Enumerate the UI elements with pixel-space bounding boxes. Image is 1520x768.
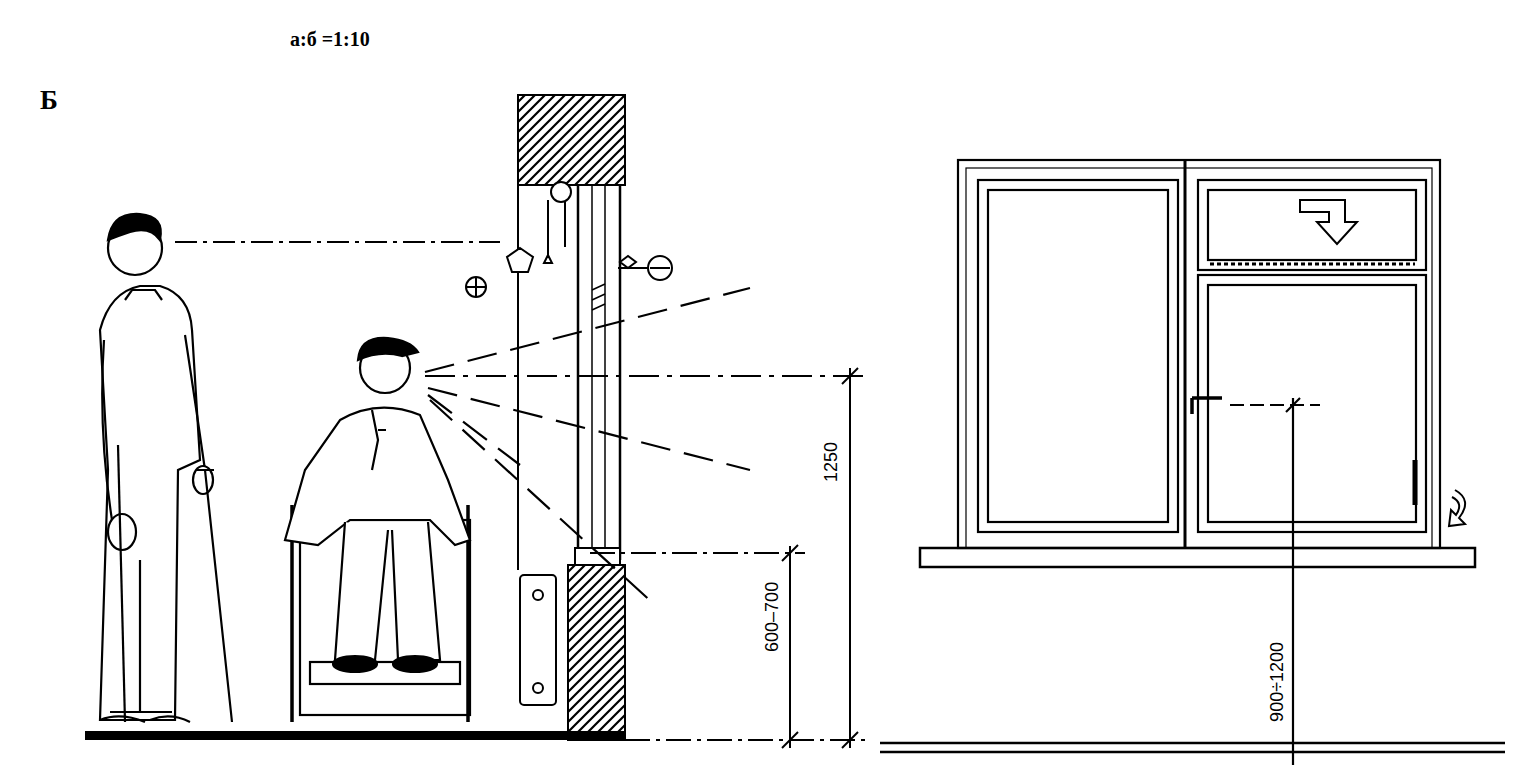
hand	[108, 514, 136, 550]
mullion	[1184, 160, 1187, 548]
window-sill	[575, 548, 620, 565]
glass	[1208, 285, 1416, 522]
wall-hatch	[568, 565, 625, 740]
torso	[285, 408, 470, 545]
socket-symbol	[466, 277, 486, 297]
fittings	[466, 182, 672, 297]
blind-cord	[544, 200, 565, 263]
glass	[1208, 190, 1416, 260]
sight-line	[428, 395, 520, 465]
handle-symbol	[620, 256, 636, 268]
handle-knob	[648, 256, 672, 280]
radiator-valve	[533, 683, 543, 693]
dimension-tick	[782, 732, 798, 748]
transom	[1198, 180, 1426, 270]
dimension-tick	[782, 545, 798, 561]
window-glass	[604, 185, 606, 560]
scale-note: а:б =1:10	[288, 28, 372, 50]
wall-hatch	[518, 95, 625, 185]
hinge	[1413, 460, 1418, 505]
handle-rod	[618, 267, 648, 269]
dimension-tick	[1286, 398, 1300, 412]
wheelchair-frame	[300, 520, 470, 715]
sight-line	[430, 400, 655, 605]
coat	[100, 286, 200, 720]
window-frame	[619, 185, 622, 560]
window-frame	[966, 168, 1432, 548]
crutch	[118, 445, 125, 722]
handle-knob	[650, 267, 670, 269]
dimension: 900÷1200	[1268, 640, 1288, 724]
glass	[988, 190, 1168, 522]
dimension: 1250	[822, 440, 842, 484]
window-elevation	[880, 160, 1505, 765]
window-handle	[1192, 398, 1222, 414]
extension-line	[1230, 404, 1320, 406]
feet	[100, 716, 190, 722]
blind-roller	[551, 182, 571, 202]
legs	[110, 560, 172, 712]
dimension-tick	[842, 368, 858, 384]
sight-line	[428, 388, 750, 470]
dimension-line	[789, 546, 791, 748]
sash	[978, 180, 1178, 532]
transom-hinge	[1210, 263, 1415, 266]
dimension-lines	[590, 368, 865, 748]
socket-symbol	[466, 277, 486, 297]
radiator-valve	[533, 590, 543, 600]
foot	[393, 656, 437, 672]
shirt-placket	[372, 410, 386, 470]
eye-level-line	[425, 375, 865, 377]
floor-line	[880, 751, 1505, 754]
floor	[85, 731, 625, 740]
window-glass	[591, 185, 593, 560]
dimension-tick	[842, 732, 858, 748]
eye-level-line	[175, 241, 500, 243]
legs	[335, 522, 440, 660]
crutch	[196, 470, 232, 722]
window-frame	[958, 160, 1440, 548]
wall-section	[518, 95, 625, 740]
hair	[108, 214, 161, 240]
window-frame	[577, 185, 580, 560]
extension-line	[625, 739, 865, 741]
sight-lines	[175, 242, 865, 605]
swing-arrow	[1449, 490, 1465, 526]
wall-face	[517, 185, 519, 570]
dimension-line	[849, 368, 851, 748]
tilt-arrow	[1300, 200, 1357, 244]
extension-line	[590, 552, 805, 554]
sight-line	[425, 288, 750, 372]
standing-person	[100, 214, 232, 722]
floor-line	[880, 742, 1505, 745]
part-letter: Б	[38, 86, 60, 116]
switch-symbol	[507, 248, 533, 272]
sash	[1198, 275, 1426, 532]
dimension-line	[1292, 398, 1294, 765]
collar	[125, 290, 162, 300]
radiator	[520, 575, 556, 705]
foot	[333, 656, 377, 672]
arm	[102, 335, 205, 520]
wheelchair-person	[285, 338, 470, 722]
cap	[358, 338, 418, 360]
window-sill	[920, 548, 1475, 567]
window-handle-section	[592, 284, 605, 310]
dimension: 600–700	[763, 580, 783, 654]
